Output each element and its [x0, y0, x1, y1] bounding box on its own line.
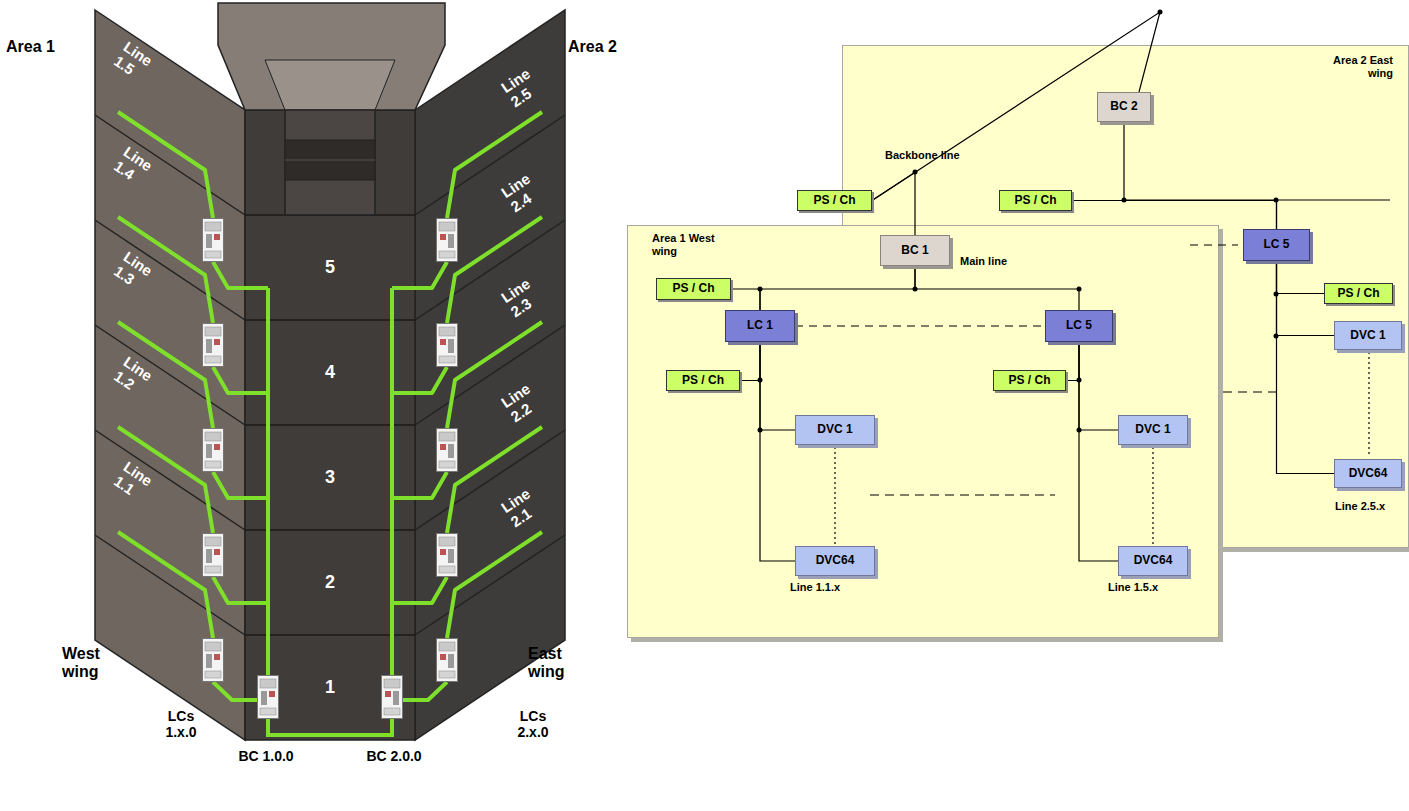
area-panel: Area 1 West wing BC 1 PS / Ch LC 1 LC 5 PS / …: [627, 225, 1219, 638]
bus-line: [872, 172, 915, 235]
box-label: DVC64: [1134, 554, 1173, 568]
diagram-label: Main line: [960, 255, 1040, 268]
backbone-coupler: BC 2: [1097, 92, 1151, 122]
box-label: PS / Ch: [1008, 374, 1050, 388]
power-supply-box: PS / Ch: [666, 370, 740, 391]
device-box: DVC 1: [795, 415, 875, 445]
diagram-label: Line 1.5.x: [1108, 581, 1188, 594]
box-label: DVC 1: [1135, 423, 1170, 437]
bus-line: [1079, 342, 1118, 561]
box-label: PS / Ch: [682, 374, 724, 388]
power-supply-box: PS / Ch: [797, 190, 872, 211]
box-label: LC 5: [1263, 238, 1289, 252]
line-coupler: LC 1: [725, 310, 795, 342]
bus-line: [1277, 261, 1335, 336]
building-label: 4: [315, 362, 345, 383]
bus-line: [1066, 342, 1079, 381]
bus-line: [760, 342, 795, 561]
power-supply-box: PS / Ch: [999, 190, 1072, 211]
diagram-label: West wing: [62, 645, 124, 682]
diagram-label: LCs 1.x.0: [156, 708, 206, 740]
backbone-coupler: BC 1: [880, 235, 950, 266]
box-label: DVC64: [1349, 467, 1388, 481]
diagram-label: Area 1: [6, 38, 86, 56]
diagram-label: LCs 2.x.0: [508, 708, 558, 740]
area-title: Area 2 East wing: [1313, 54, 1393, 80]
power-supply-box: PS / Ch: [993, 370, 1066, 391]
bus-line: [1072, 201, 1277, 230]
device-box: DVC 1: [1118, 415, 1188, 445]
bus-line: [740, 342, 760, 381]
box-label: BC 2: [1110, 100, 1137, 114]
building-label: 1: [315, 677, 345, 698]
box-label: BC 1: [901, 244, 928, 258]
device-box: DVC64: [795, 546, 875, 576]
bus-line: [760, 342, 795, 430]
box-label: PS / Ch: [1014, 194, 1056, 208]
power-supply-box: PS / Ch: [656, 278, 731, 300]
diagram-label: Line 1.1.x: [790, 581, 870, 594]
device-box: DVC 1: [1334, 321, 1402, 350]
device-box: DVC64: [1118, 546, 1188, 576]
bus-line: [872, 12, 1160, 201]
bus-line: [760, 266, 915, 310]
box-label: DVC 1: [1350, 329, 1385, 343]
bus-line: [1124, 122, 1277, 229]
bus-line: [731, 289, 760, 310]
box-label: LC 1: [747, 319, 773, 333]
box-label: PS / Ch: [672, 282, 714, 296]
line-coupler: LC 5: [1243, 229, 1310, 261]
building-label: 5: [315, 257, 345, 278]
bus-decoration: [795, 200, 1390, 544]
building-label: 2: [315, 572, 345, 593]
diagram-label: Line 2.5.x: [1335, 500, 1405, 513]
box-label: PS / Ch: [1337, 287, 1379, 301]
diagram-label: BC 2.0.0: [364, 748, 424, 764]
bus-line: [915, 266, 1079, 310]
box-label: DVC 1: [817, 423, 852, 437]
bus-line: [1277, 261, 1325, 294]
diagram-label: Backbone line: [885, 149, 985, 162]
box-label: LC 5: [1066, 319, 1092, 333]
diagram-label: East wing: [528, 645, 590, 682]
box-label: DVC64: [816, 554, 855, 568]
bus-line: [1079, 342, 1118, 430]
line-coupler: LC 5: [1045, 310, 1113, 342]
area-title: Area 1 West wing: [652, 232, 722, 258]
junction-dots: [758, 10, 1279, 433]
building-label: 3: [315, 467, 345, 488]
diagram-label: BC 1.0.0: [236, 748, 296, 764]
power-supply-box: PS / Ch: [1324, 283, 1393, 304]
bus-line: [1277, 261, 1335, 474]
device-box: DVC64: [1334, 459, 1402, 488]
diagram-label: Area 2: [568, 38, 648, 56]
box-label: PS / Ch: [813, 194, 855, 208]
